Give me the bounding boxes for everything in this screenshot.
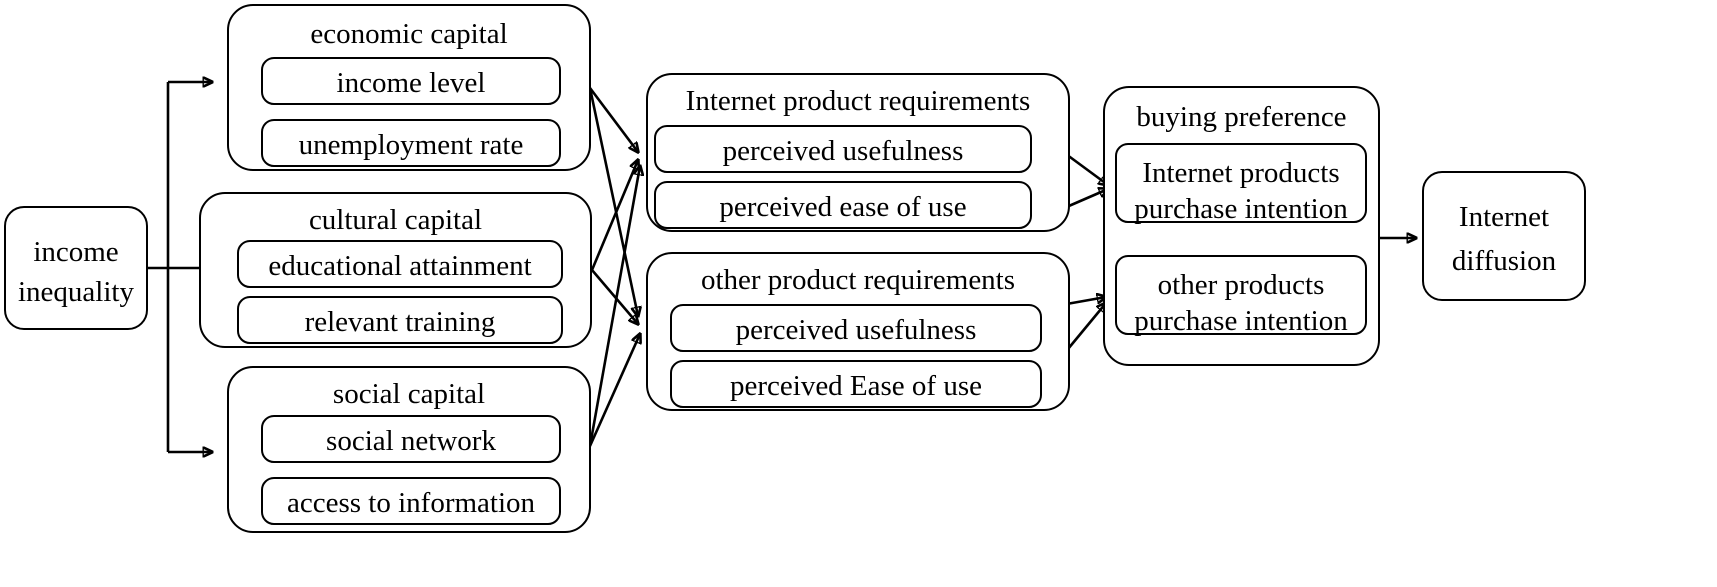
social-capital-item-access-to-information[interactable]: access to information <box>261 477 561 525</box>
internet-diffusion-line1: Internet <box>1458 201 1550 233</box>
buying-preference-item-internet-products-line1: Internet products <box>1142 157 1340 189</box>
social-capital-item-access-to-information-label: access to information <box>286 487 536 519</box>
social-capital-title: social capital <box>332 378 486 410</box>
economic-capital-item-unemployment-rate[interactable]: unemployment rate <box>261 119 561 167</box>
node-internet-diffusion[interactable]: Internet diffusion <box>1422 171 1586 301</box>
node-buying-preference[interactable]: buying preference Internet products purc… <box>1103 86 1380 366</box>
node-other-product-requirements[interactable]: other product requirements perceived use… <box>646 252 1070 411</box>
node-internet-product-requirements[interactable]: Internet product requirements perceived … <box>646 73 1070 232</box>
edge-economic-capital-to-requirements <box>588 87 638 316</box>
social-capital-item-social-network[interactable]: social network <box>261 415 561 463</box>
other-product-requirements-title: other product requirements <box>700 264 1016 296</box>
internet-product-requirements-item-perceived-usefulness[interactable]: perceived usefulness <box>654 125 1032 173</box>
economic-capital-title: economic capital <box>310 18 508 50</box>
cultural-capital-item-educational-attainment[interactable]: educational attainment <box>237 240 563 288</box>
node-economic-capital[interactable]: economic capital income level unemployme… <box>227 4 591 171</box>
internet-diffusion-line2: diffusion <box>1451 245 1557 277</box>
income-inequality-line2: inequality <box>18 276 134 308</box>
internet-product-requirements-title: Internet product requirements <box>685 85 1031 117</box>
buying-preference-item-internet-products-line2: purchase intention <box>1134 193 1348 225</box>
economic-capital-item-unemployment-rate-label: unemployment rate <box>298 129 524 161</box>
economic-capital-item-income-level-label: income level <box>336 67 486 99</box>
node-cultural-capital[interactable]: cultural capital educational attainment … <box>199 192 592 348</box>
income-inequality-line1: income <box>33 236 119 268</box>
internet-product-requirements-item-perceived-usefulness-label: perceived usefulness <box>722 135 964 167</box>
internet-product-requirements-item-perceived-ease-of-use-label: perceived ease of use <box>719 191 967 223</box>
other-product-requirements-item-perceived-usefulness[interactable]: perceived usefulness <box>670 304 1042 352</box>
node-income-inequality[interactable]: income inequality <box>4 206 148 330</box>
cultural-capital-item-educational-attainment-label: educational attainment <box>268 250 532 282</box>
buying-preference-item-other-products-line2: purchase intention <box>1134 305 1348 337</box>
buying-preference-item-other-products-line1: other products <box>1157 269 1325 301</box>
internet-product-requirements-item-perceived-ease-of-use[interactable]: perceived ease of use <box>654 181 1032 229</box>
edge-social-capital-to-requirements <box>588 166 640 447</box>
node-social-capital[interactable]: social capital social network access to … <box>227 366 591 533</box>
buying-preference-item-internet-products-purchase-intention[interactable]: Internet products purchase intention <box>1115 143 1367 225</box>
economic-capital-item-income-level[interactable]: income level <box>261 57 561 105</box>
buying-preference-title: buying preference <box>1136 101 1347 133</box>
other-product-requirements-item-perceived-ease-of-use-label: perceived Ease of use <box>729 370 982 402</box>
other-product-requirements-item-perceived-ease-of-use[interactable]: perceived Ease of use <box>670 360 1042 408</box>
cultural-capital-title: cultural capital <box>308 204 483 236</box>
other-product-requirements-item-perceived-usefulness-label: perceived usefulness <box>735 314 977 346</box>
edge-cultural-capital-to-requirements <box>590 160 638 324</box>
buying-preference-item-other-products-purchase-intention[interactable]: other products purchase intention <box>1115 255 1367 337</box>
cultural-capital-item-relevant-training[interactable]: relevant training <box>237 296 563 344</box>
social-capital-item-social-network-label: social network <box>326 425 496 457</box>
cultural-capital-item-relevant-training-label: relevant training <box>304 306 496 338</box>
